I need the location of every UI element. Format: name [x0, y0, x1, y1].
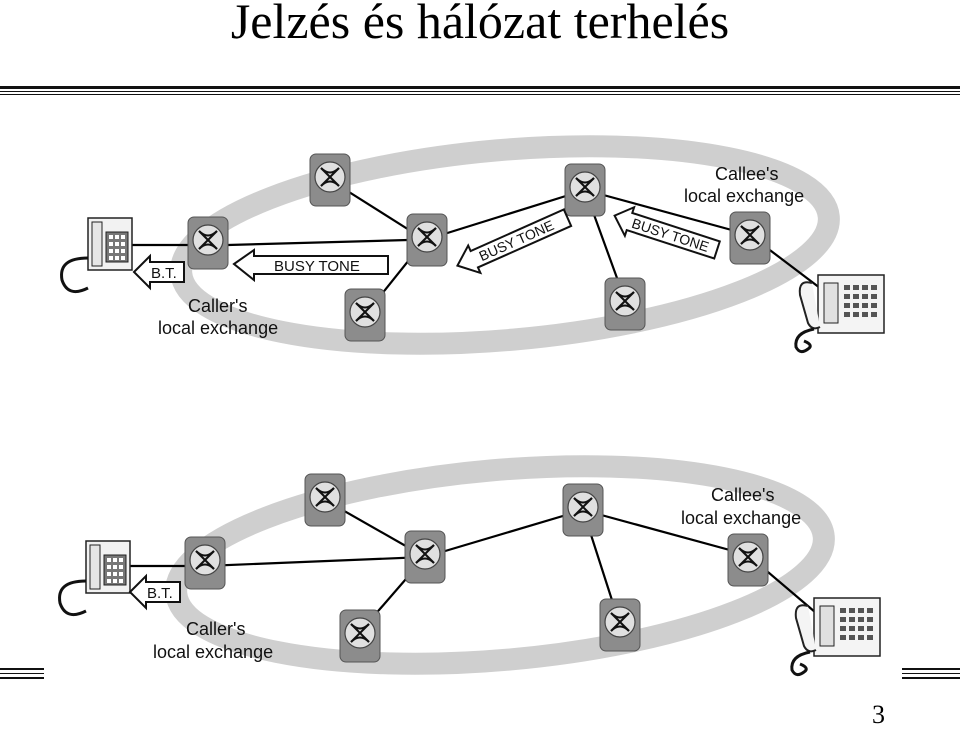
caller-label-line2: local exchange	[153, 642, 273, 662]
caller-phone-icon	[60, 216, 134, 294]
footer-rule-right-1	[902, 668, 960, 670]
busy-tone-label: BUSY TONE	[274, 258, 360, 275]
title-rule-thin-2	[0, 94, 960, 95]
busy-tone-label: BUSY TONE	[477, 217, 557, 264]
footer-rule-right-3	[902, 677, 960, 679]
footer-rule-left-1	[0, 668, 44, 670]
busy-tone-arrow: BUSY TONE	[455, 208, 573, 275]
bt-arrow: B.T.	[132, 253, 185, 291]
switch-node	[604, 277, 646, 331]
top-diagram: B.T. BUSY TONE BUSY TONE BUSY TONE Calle…	[60, 135, 886, 355]
caller-label-line2: local exchange	[158, 318, 278, 338]
caller-label-line1: Caller's	[188, 296, 247, 316]
switch-node	[339, 609, 381, 663]
caller-label-line1: Caller's	[186, 619, 245, 639]
callee-phone-icon	[790, 596, 882, 677]
switch-node	[406, 213, 448, 267]
slide-title: Jelzés és hálózat terhelés	[230, 0, 730, 49]
callee-label-line2: local exchange	[681, 508, 801, 528]
switch-node	[304, 473, 346, 527]
busy-tone-arrow: BUSY TONE	[232, 248, 389, 283]
title-rule-thin-1	[0, 91, 960, 92]
switch-node	[344, 288, 386, 342]
bt-arrow: B.T.	[128, 573, 181, 611]
callee-label-line1: Callee's	[711, 485, 774, 505]
callee-label-line2: local exchange	[684, 186, 804, 206]
footer-rule-left-2	[0, 673, 44, 674]
caller-exchange-switch	[184, 536, 226, 590]
switch-node	[562, 483, 604, 537]
switch-node	[599, 598, 641, 652]
bottom-diagram: B.T. Caller's local exchange Callee's lo…	[58, 455, 882, 677]
footer-rule-left-3	[0, 677, 44, 679]
callee-exchange-switch	[729, 211, 771, 265]
switch-node	[309, 153, 351, 207]
caller-phone-icon	[58, 539, 132, 617]
footer-rule-right-2	[902, 673, 960, 674]
callee-phone-icon	[794, 273, 886, 354]
page-number: 3	[872, 700, 885, 729]
caller-exchange-switch	[187, 216, 229, 270]
bt-label: B.T.	[147, 585, 173, 602]
callee-label-line1: Callee's	[715, 164, 778, 184]
switch-node	[404, 530, 446, 584]
switch-node	[564, 163, 606, 217]
callee-exchange-switch	[727, 533, 769, 587]
title-rule-thick	[0, 86, 960, 89]
bt-label: B.T.	[151, 265, 177, 282]
